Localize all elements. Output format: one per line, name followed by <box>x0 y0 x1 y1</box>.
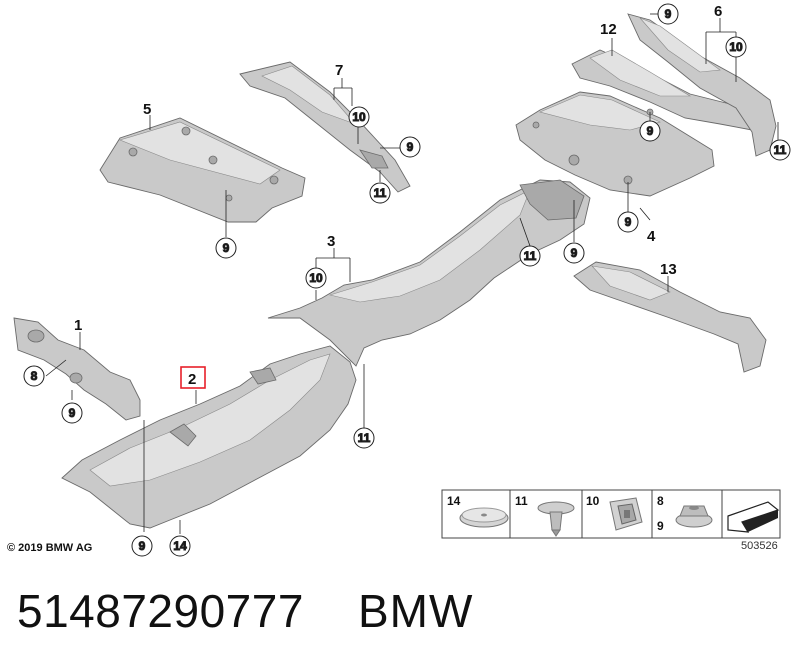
ref-9-part4-bottom: 9 <box>617 211 639 233</box>
part-13-heat-shield <box>573 261 767 373</box>
svg-text:9: 9 <box>571 246 578 260</box>
ref-10-part6: 10 <box>725 36 747 58</box>
svg-text:10: 10 <box>352 110 366 124</box>
circled-references: 9 10 9 11 9 10 11 9 9 9 11 10 11 8 9 9 1… <box>23 3 791 557</box>
ref-11-part3-right: 11 <box>519 245 541 267</box>
svg-text:10: 10 <box>309 271 323 285</box>
svg-text:14: 14 <box>173 539 187 553</box>
legend-clip-icon <box>537 501 575 537</box>
svg-text:11: 11 <box>524 249 537 263</box>
ref-9-part7: 9 <box>399 136 421 158</box>
svg-text:9: 9 <box>139 539 146 553</box>
callout-5: 5 <box>143 101 151 118</box>
svg-text:10: 10 <box>729 40 743 54</box>
legend-14-label: 14 <box>447 494 461 508</box>
svg-text:9: 9 <box>223 241 230 255</box>
legend-11-label: 11 <box>515 494 528 508</box>
callout-2-highlight-box <box>180 366 206 389</box>
legend-flange-nut-icon <box>675 505 713 528</box>
callout-13: 13 <box>660 261 677 278</box>
callout-3: 3 <box>327 233 335 250</box>
ref-11-part7: 11 <box>369 182 391 204</box>
callout-1: 1 <box>74 317 82 334</box>
part-number: 51487290777 <box>17 585 304 637</box>
callout-4: 4 <box>647 228 656 245</box>
part-4-heat-shield <box>515 91 715 197</box>
svg-text:9: 9 <box>665 7 672 21</box>
svg-text:9: 9 <box>647 124 654 138</box>
fastener-legend: 14 11 10 8 9 <box>441 489 781 539</box>
ref-9-part1: 9 <box>61 402 83 424</box>
ref-9-part6: 9 <box>657 3 679 25</box>
document-number: 503526 <box>741 540 778 552</box>
callout-labels: 5 7 12 6 4 3 13 1 2 <box>74 3 722 389</box>
ref-11-part6: 11 <box>769 139 791 161</box>
ref-14-part2: 14 <box>169 535 191 557</box>
legend-9-label: 9 <box>657 519 664 533</box>
legend-10-label: 10 <box>586 494 600 508</box>
copyright-notice: © 2019 BMW AG <box>7 542 93 554</box>
svg-text:9: 9 <box>625 215 632 229</box>
part-3-heat-shield <box>267 179 591 367</box>
ref-9-part3: 9 <box>563 242 585 264</box>
brand-name: BMW <box>358 585 474 637</box>
svg-text:9: 9 <box>69 406 76 420</box>
ref-10-part7: 10 <box>348 106 370 128</box>
part-2-heat-shield <box>61 345 357 529</box>
part-7-heat-shield <box>239 61 411 193</box>
callout-12: 12 <box>600 21 617 38</box>
legend-clip-nut-icon <box>609 497 643 531</box>
ref-9-part4-top: 9 <box>639 120 661 142</box>
svg-text:11: 11 <box>358 431 371 445</box>
svg-text:11: 11 <box>774 143 787 157</box>
legend-washer-icon <box>459 507 509 528</box>
ref-11-part3-bottom: 11 <box>353 427 375 449</box>
ref-9-part5: 9 <box>215 237 237 259</box>
callout-7: 7 <box>335 62 343 79</box>
direction-arrow-icon <box>727 501 780 533</box>
legend-8-label: 8 <box>657 494 664 508</box>
ref-9-part2: 9 <box>131 535 153 557</box>
callout-6: 6 <box>714 3 722 20</box>
callout-2: 2 <box>188 371 196 388</box>
svg-text:8: 8 <box>31 369 38 383</box>
ref-8-part1: 8 <box>23 365 45 387</box>
ref-10-part3: 10 <box>305 267 327 289</box>
part-1-heat-shield <box>13 317 141 421</box>
svg-text:9: 9 <box>407 140 414 154</box>
part-5-heat-shield <box>99 117 306 223</box>
svg-text:11: 11 <box>374 186 387 200</box>
